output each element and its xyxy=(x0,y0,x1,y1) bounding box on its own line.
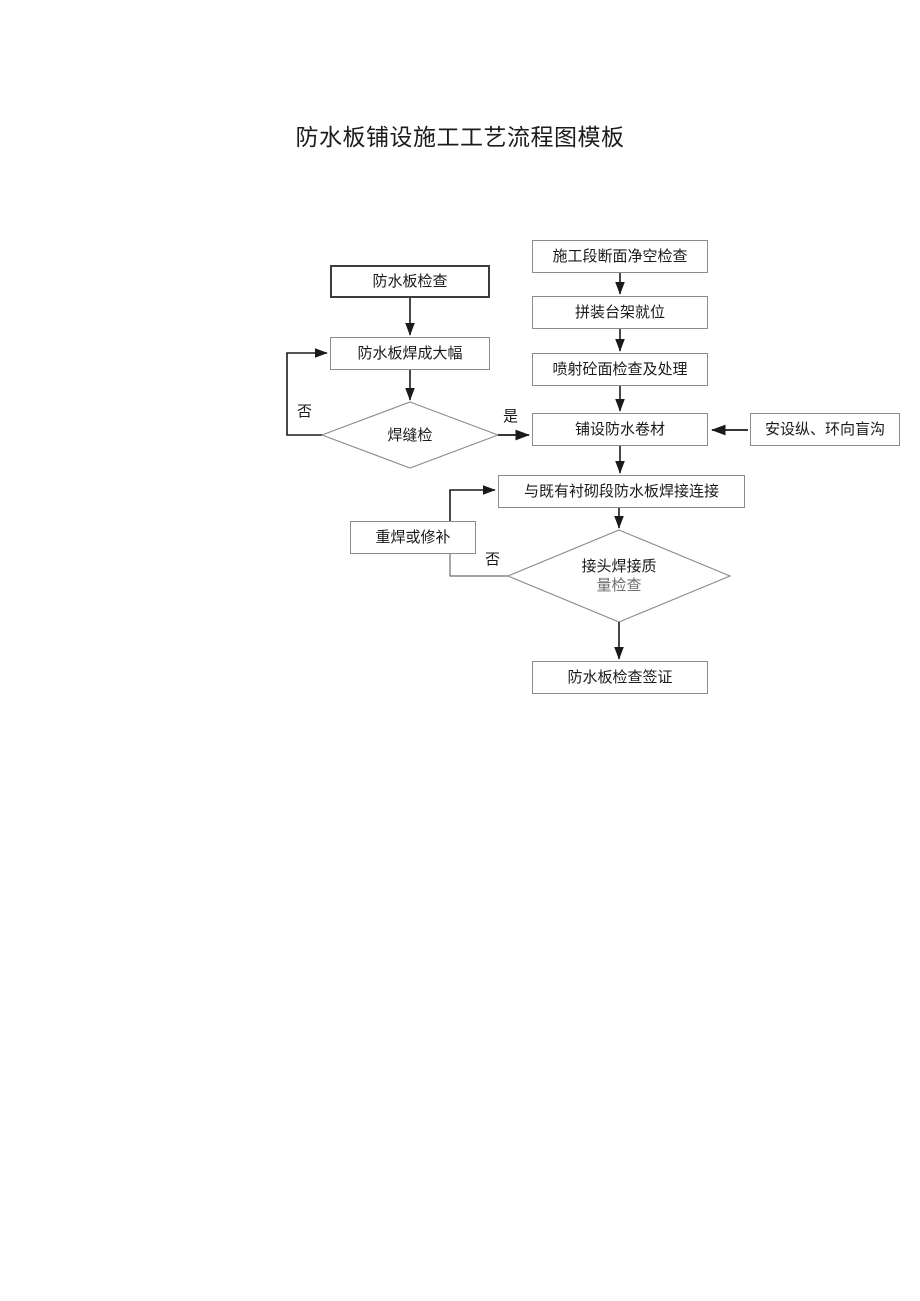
node-label: 拼装台架就位 xyxy=(574,302,665,321)
edge-label-text: 是 xyxy=(503,407,519,425)
connector-n9-n8 xyxy=(449,485,496,521)
node-label: 防水板检查 xyxy=(372,271,448,290)
edge-label-text: 否 xyxy=(485,550,501,568)
edge-label-no-weld-seam: 否 xyxy=(297,400,312,421)
edge-label-no-joint-quality: 否 xyxy=(485,548,500,569)
node-reweld-or-repair[interactable]: 重焊或修补 xyxy=(350,521,476,554)
node-label: 喷射砼面检查及处理 xyxy=(552,359,688,378)
node-label: 与既有衬砌段防水板焊接连接 xyxy=(523,481,719,500)
edge-label-yes-weld-seam: 是 xyxy=(503,405,518,426)
node-waterproof-board-check[interactable]: 防水板检查 xyxy=(330,265,490,298)
page-title: 防水板铺设施工工艺流程图模板 xyxy=(295,125,625,151)
node-section-clearance-check[interactable]: 施工段断面净空检查 xyxy=(532,240,708,273)
connector-d1-no-n5 xyxy=(286,348,328,436)
decision-weld-seam-check-shape xyxy=(320,401,500,469)
decision-joint-weld-quality-shape xyxy=(506,529,732,623)
node-install-longitudinal-circumferential-drains[interactable]: 安设纵、环向盲沟 xyxy=(750,413,900,446)
connector-d2-no-n9 xyxy=(449,554,508,577)
node-gantry-positioning[interactable]: 拼装台架就位 xyxy=(532,296,708,329)
node-weld-into-large-sheet[interactable]: 防水板焊成大幅 xyxy=(330,337,490,370)
node-label: 施工段断面净空检查 xyxy=(552,246,688,265)
node-lay-waterproof-membrane[interactable]: 铺设防水卷材 xyxy=(532,413,708,446)
node-label: 安设纵、环向盲沟 xyxy=(764,419,885,438)
node-label: 铺设防水卷材 xyxy=(574,419,665,438)
node-shotcrete-surface-check[interactable]: 喷射砼面检查及处理 xyxy=(532,353,708,386)
node-label: 防水板检查签证 xyxy=(567,667,673,686)
node-weld-to-existing-lining[interactable]: 与既有衬砌段防水板焊接连接 xyxy=(498,475,745,508)
node-label: 防水板焊成大幅 xyxy=(357,343,463,362)
node-label: 重焊或修补 xyxy=(375,527,451,546)
edge-label-text: 否 xyxy=(297,402,313,420)
node-waterproof-board-inspection-certificate[interactable]: 防水板检查签证 xyxy=(532,661,708,694)
